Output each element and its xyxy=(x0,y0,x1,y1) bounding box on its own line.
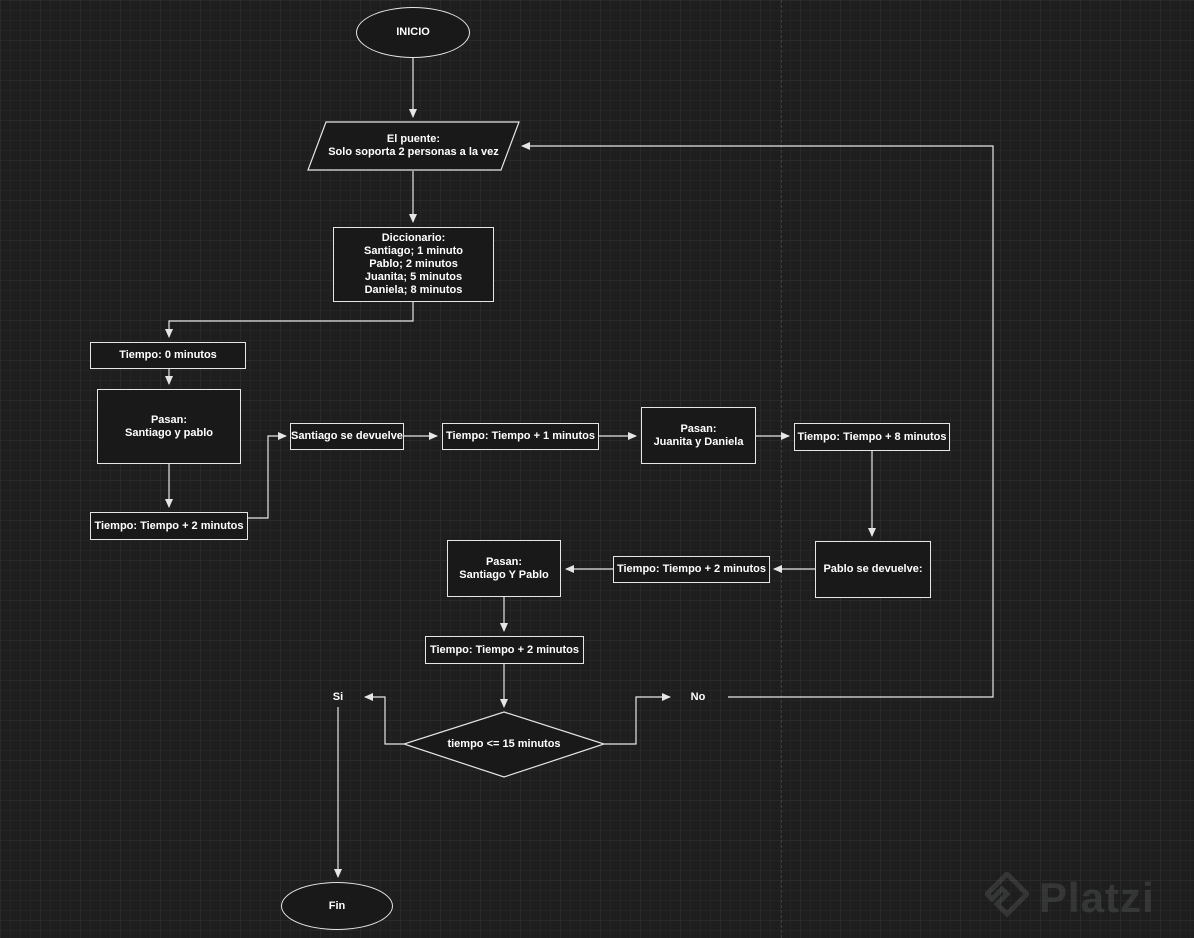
tiempo-mas-2-b-node[interactable]: Tiempo: Tiempo + 2 minutos xyxy=(613,556,770,583)
puente-input-node[interactable]: El puente: Solo soporta 2 personas a la … xyxy=(308,122,519,170)
pablo-devuelve-node[interactable]: Pablo se devuelve: xyxy=(815,541,931,598)
santiago-devuelve-node[interactable]: Santiago se devuelve xyxy=(290,423,404,450)
puente-input-label: El puente: Solo soporta 2 personas a la … xyxy=(328,133,499,158)
tiempo-mas-1-node[interactable]: Tiempo: Tiempo + 1 minutos xyxy=(442,423,599,450)
edge-decision-si xyxy=(364,693,404,745)
end-node-label: Fin xyxy=(328,899,346,912)
platzi-logo-icon xyxy=(985,872,1029,918)
edge-diccionario-tiempo xyxy=(165,302,414,338)
edge-no-puente xyxy=(521,142,994,698)
puente-parallelogram xyxy=(307,121,520,171)
pasan-santiago-pablo-label: Pasan: Santiago y pablo xyxy=(124,413,213,439)
decision-label: tiempo <= 15 minutos xyxy=(447,738,561,750)
tiempo-mas-8-node[interactable]: Tiempo: Tiempo + 8 minutos xyxy=(794,423,950,451)
pasan-juanita-daniela-label: Pasan: Juanita y Daniela xyxy=(653,422,744,448)
pasan-santiago-pablo-2-node[interactable]: Pasan: Santiago Y Pablo xyxy=(447,540,561,597)
start-node-label: INICIO xyxy=(396,26,430,38)
tiempo-mas-2-c-label: Tiempo: Tiempo + 2 minutos xyxy=(429,643,580,656)
tiempo-mas-1-label: Tiempo: Tiempo + 1 minutos xyxy=(445,430,596,442)
branch-yes-label: Si xyxy=(332,691,344,703)
decision-node[interactable]: tiempo <= 15 minutos xyxy=(404,712,604,777)
pablo-devuelve-label: Pablo se devuelve: xyxy=(823,563,923,575)
diccionario-label: Diccionario: Santiago; 1 minuto Pablo; 2… xyxy=(364,232,463,296)
pasan-juanita-daniela-node[interactable]: Pasan: Juanita y Daniela xyxy=(641,407,756,464)
branch-no-label: No xyxy=(690,691,706,703)
tiempo-mas-2-a-label: Tiempo: Tiempo + 2 minutos xyxy=(94,519,244,532)
tiempo-mas-2-b-label: Tiempo: Tiempo + 2 minutos xyxy=(616,563,767,575)
tiempo-mas-2-a-node[interactable]: Tiempo: Tiempo + 2 minutos xyxy=(90,512,248,540)
diccionario-node[interactable]: Diccionario: Santiago; 1 minuto Pablo; 2… xyxy=(333,227,494,302)
page-guide-line xyxy=(781,0,782,938)
pasan-santiago-pablo-node[interactable]: Pasan: Santiago y pablo xyxy=(97,389,241,464)
edge-decision-no xyxy=(604,693,671,745)
end-node[interactable]: Fin xyxy=(281,882,393,930)
tiempo-inicial-node[interactable]: Tiempo: 0 minutos xyxy=(90,342,246,369)
decision-diamond xyxy=(402,711,606,778)
tiempo-mas-8-label: Tiempo: Tiempo + 8 minutos xyxy=(797,430,947,443)
pasan-santiago-pablo-2-label: Pasan: Santiago Y Pablo xyxy=(459,555,549,581)
santiago-devuelve-label: Santiago se devuelve xyxy=(291,430,403,442)
tiempo-inicial-label: Tiempo: 0 minutos xyxy=(119,349,217,361)
platzi-watermark-text: Platzi xyxy=(1039,874,1155,921)
edge-tiempo2-santiago xyxy=(248,432,287,519)
platzi-watermark: Platzi xyxy=(985,868,1185,928)
start-node[interactable]: INICIO xyxy=(356,7,470,58)
tiempo-mas-2-c-node[interactable]: Tiempo: Tiempo + 2 minutos xyxy=(425,636,584,664)
